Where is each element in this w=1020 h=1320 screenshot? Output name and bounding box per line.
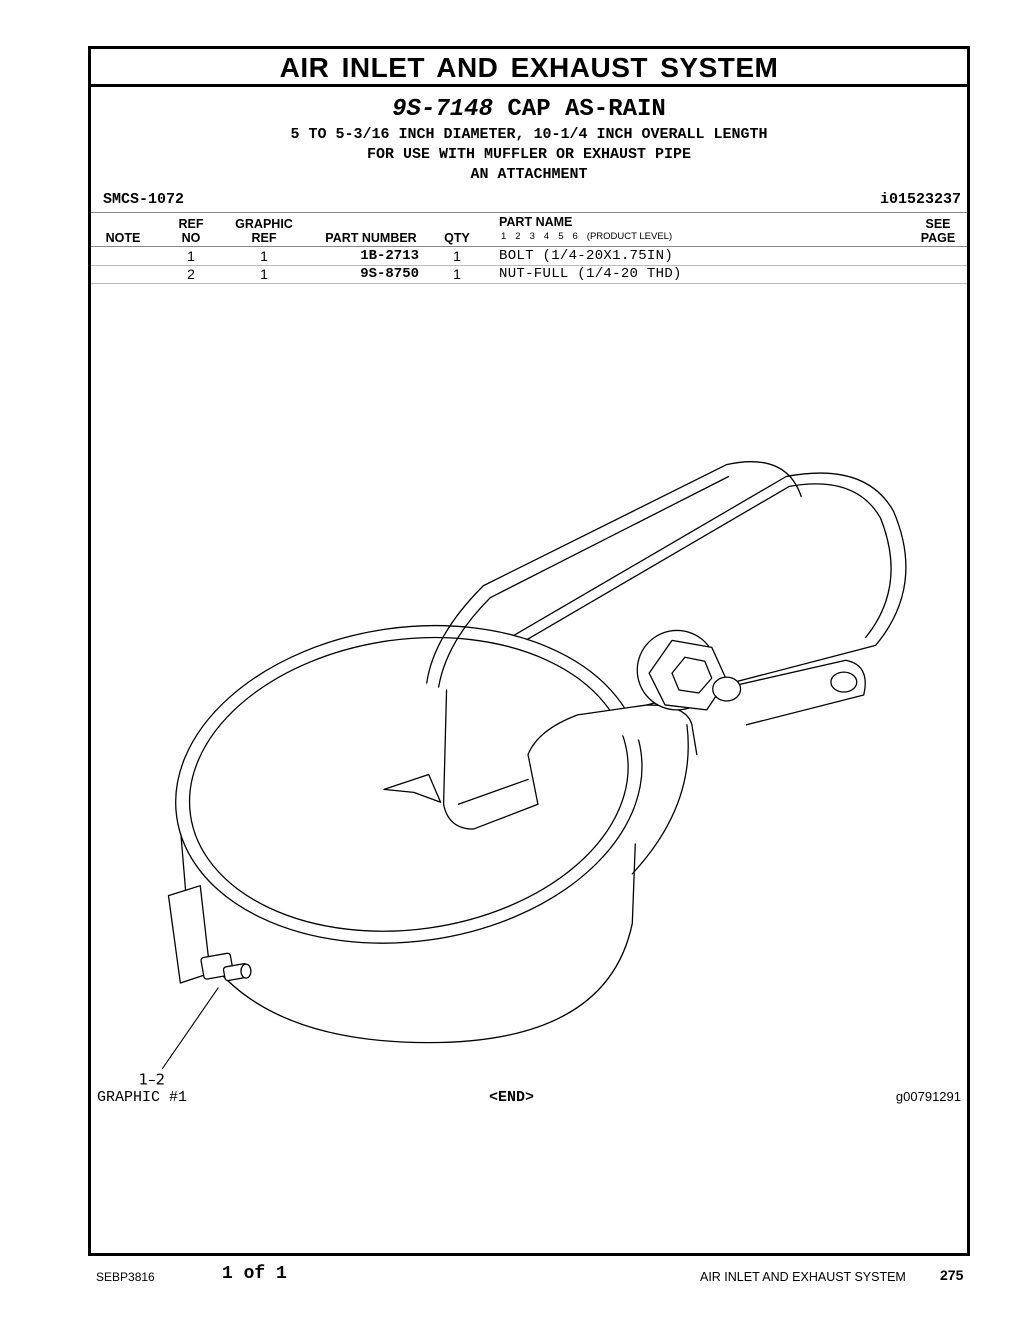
title-band: AIR INLET AND EXHAUST SYSTEM [91,49,967,87]
description-line-2: FOR USE WITH MUFFLER OR EXHAUST PIPE [366,146,692,163]
page-number: 275 [940,1267,964,1283]
divider [91,246,967,247]
table-row: 2 1 9S-8750 1 NUT-FULL (1/4-20 THD) [91,265,967,283]
row-graphic-ref: 1 [260,266,268,282]
row-part-number: 9S-8750 [360,266,419,282]
col-graphic-top: GRAPHIC [235,217,293,231]
col-qty: QTY [444,231,470,245]
footer-section: AIR INLET AND EXHAUST SYSTEM [700,1270,906,1284]
col-part-name: PART NAME [499,215,573,229]
product-level: 6 [572,231,578,242]
col-see-bottom: PAGE [920,231,956,245]
callout-label: 1–2 [139,1070,165,1088]
page-of: 1 of 1 [222,1264,287,1284]
smcs-code: SMCS-1072 [103,191,185,208]
col-ref-bottom: NO [181,231,201,245]
page-frame: AIR INLET AND EXHAUST SYSTEM 9S-7148 CAP… [88,46,970,1256]
col-graphic-bottom: REF [251,231,277,245]
col-ref-top: REF [178,217,204,231]
row-graphic-ref: 1 [260,248,268,264]
product-level: 3 [529,231,535,242]
table-row: 1 1 1B-2713 1 BOLT (1/4-20X1.75IN) [91,247,967,265]
divider [91,212,967,213]
row-qty: 1 [453,248,461,264]
section-title: AIR INLET AND EXHAUST SYSTEM [279,52,779,83]
product-level-label: (PRODUCT LEVEL) [586,231,673,242]
part-number-heading: 9S-7148 [392,96,493,123]
part-name-heading: CAP AS-RAIN [507,96,666,123]
graphic-label: GRAPHIC #1 [97,1089,188,1106]
product-level: 2 [515,231,521,242]
col-note: NOTE [105,231,141,245]
row-ref: 2 [187,266,195,282]
row-qty: 1 [453,266,461,282]
graphic-id: g00791291 [895,1089,961,1104]
description-line-1: 5 TO 5-3/16 INCH DIAMETER, 10-1/4 INCH O… [290,126,768,143]
rain-cap-illustration: 1–2 [139,461,907,1088]
illustration-id: i01523237 [879,191,961,208]
description-line-3: AN ATTACHMENT [470,166,588,183]
row-part-number: 1B-2713 [360,248,419,264]
row-part-name: BOLT (1/4-20X1.75IN) [499,248,674,264]
doc-number: SEBP3816 [96,1270,155,1284]
product-level: 5 [558,231,564,242]
end-marker: <END> [489,1089,535,1106]
divider [91,265,967,266]
product-level: 1 [501,231,507,242]
product-level: 4 [543,231,550,242]
part-header: 9S-7148 CAP AS-RAIN 5 TO 5-3/16 INCH DIA… [91,87,967,185]
col-see-top: SEE [925,217,951,231]
col-part-number: PART NUMBER [325,231,417,245]
row-ref: 1 [187,248,195,264]
divider [91,283,967,284]
part-title: 9S-7148 CAP AS-RAIN [91,95,967,125]
row-part-name: NUT-FULL (1/4-20 THD) [499,266,682,282]
